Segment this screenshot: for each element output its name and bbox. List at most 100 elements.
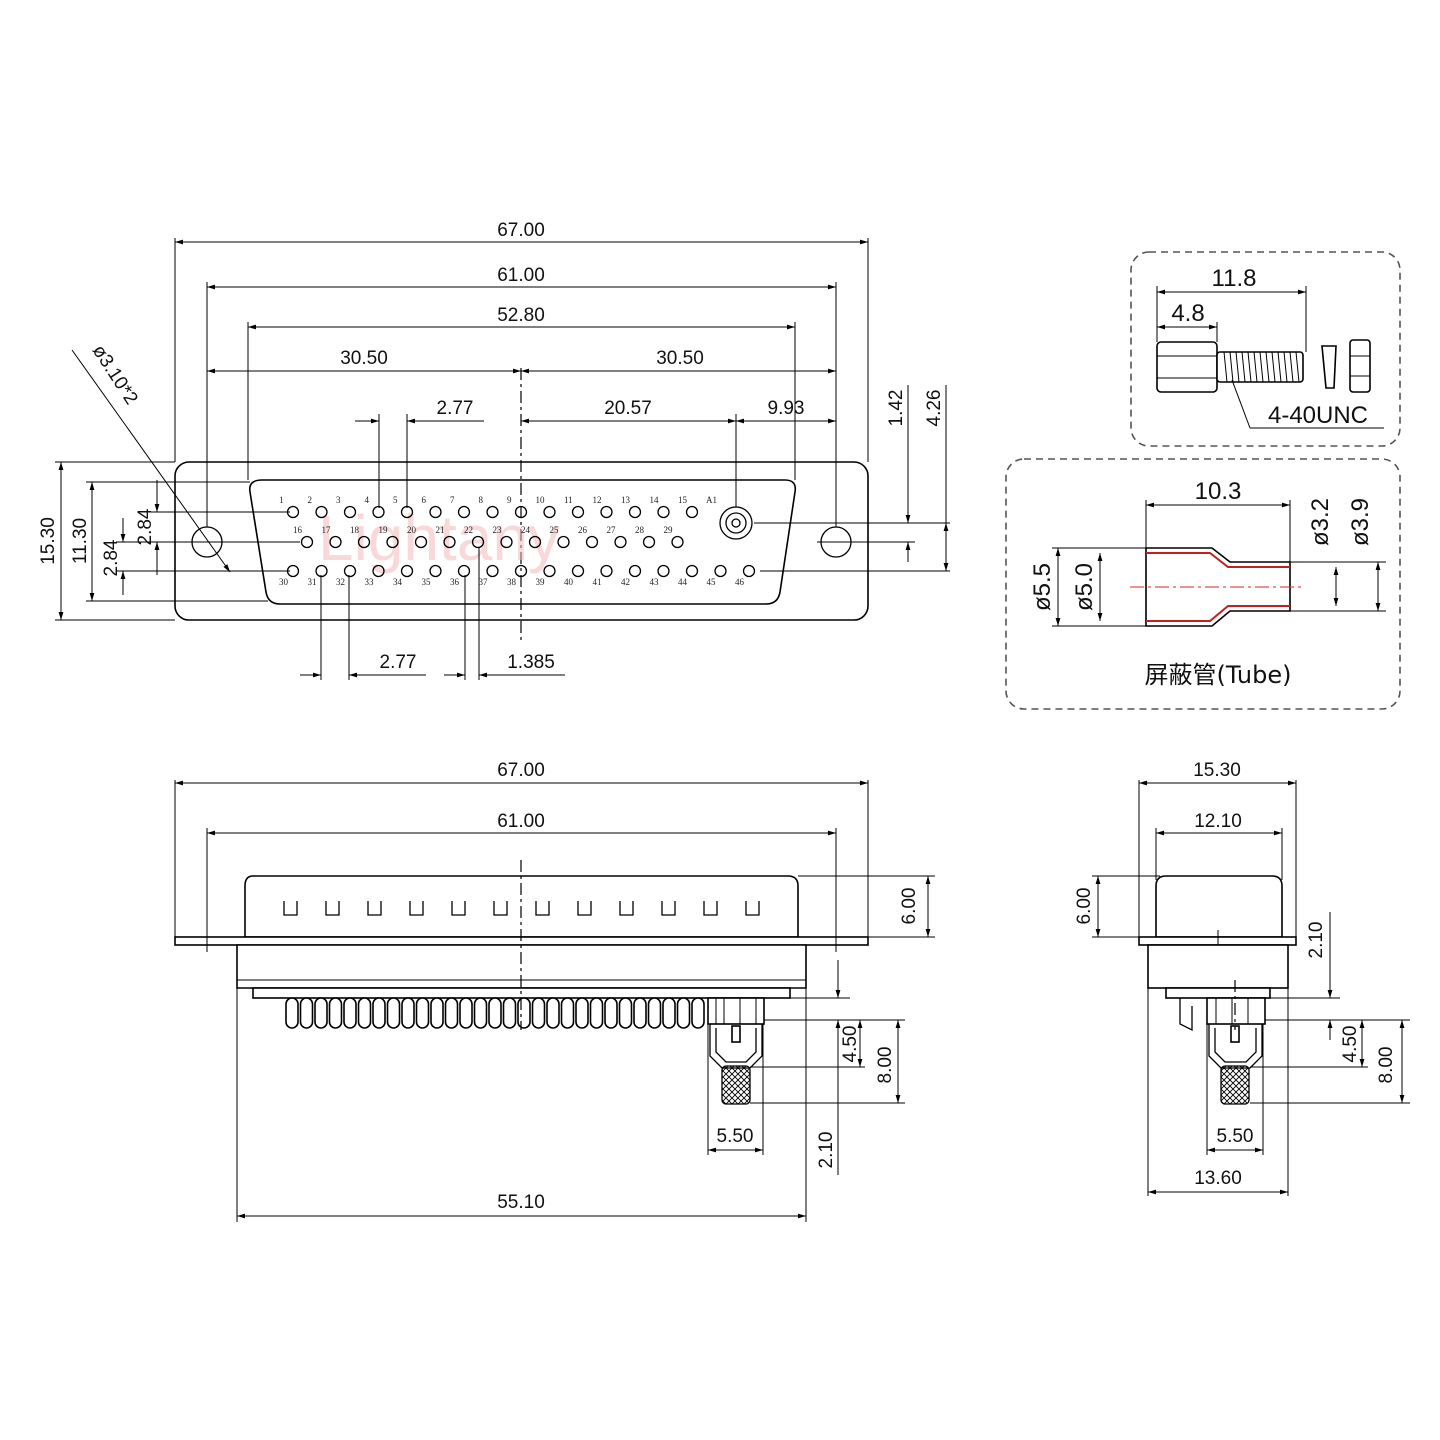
side-pin-tail bbox=[691, 997, 705, 1029]
side-pin-tail bbox=[662, 997, 676, 1029]
dim-shell-height: 11.30 bbox=[70, 518, 91, 564]
side-dim-overall-width: 67.00 bbox=[497, 760, 545, 781]
dim-half-right: 30.50 bbox=[656, 348, 704, 369]
tube-dim-length: 10.3 bbox=[1195, 478, 1242, 505]
pin-label-3: 3 bbox=[336, 495, 341, 505]
end-dim-coax-width: 5.50 bbox=[1217, 1126, 1254, 1147]
pin-label-35: 35 bbox=[422, 577, 432, 587]
pin-contact-7 bbox=[457, 505, 471, 519]
pin-contact-26 bbox=[585, 535, 599, 549]
pin-contact-28 bbox=[642, 535, 656, 549]
tube-dim-inner-small: ø3.2 bbox=[1307, 498, 1334, 546]
end-coax-termination bbox=[1206, 997, 1266, 1105]
pin-label-37: 37 bbox=[479, 577, 489, 587]
tube-dim-inner-large: ø5.0 bbox=[1071, 563, 1098, 611]
dim-coax-to-hole: 9.93 bbox=[768, 398, 805, 419]
pin-label-44: 44 bbox=[678, 577, 688, 587]
dim-pin-pitch-bottom: 2.77 bbox=[380, 652, 417, 673]
pin-label-16: 16 bbox=[293, 525, 303, 535]
side-pin-tail bbox=[604, 997, 618, 1029]
side-dim-coax-width: 5.50 bbox=[717, 1126, 754, 1147]
pin-contact-40 bbox=[571, 564, 585, 578]
dim-flange-height: 15.30 bbox=[38, 517, 59, 565]
pin-contact-17 bbox=[329, 535, 342, 549]
side-slot bbox=[325, 901, 340, 916]
pin-contact-8 bbox=[486, 505, 499, 519]
pin-contact-36 bbox=[457, 564, 471, 578]
hex-nut bbox=[1349, 339, 1371, 393]
pin-label-22: 22 bbox=[464, 525, 473, 535]
pin-contact-12 bbox=[600, 505, 613, 519]
pin-contact-44 bbox=[685, 564, 699, 578]
pin-label-36: 36 bbox=[450, 577, 460, 587]
screw-detail: 11.8 4.8 4-40UNC bbox=[1130, 251, 1401, 447]
pin-label-13: 13 bbox=[621, 495, 631, 505]
pin-contact-6 bbox=[429, 505, 442, 519]
side-pin-tail bbox=[531, 997, 546, 1029]
side-pin-tail bbox=[647, 997, 662, 1029]
end-dim-shell-height: 6.00 bbox=[1074, 888, 1095, 925]
dim-shell-width: 52.80 bbox=[497, 305, 545, 326]
tube-caption: 屏蔽管(Tube) bbox=[1145, 661, 1292, 689]
side-dim-tail-total: 8.00 bbox=[875, 1047, 896, 1084]
pin-contact-18 bbox=[357, 535, 371, 549]
pin-contact-37 bbox=[486, 564, 499, 578]
side-pin-tail bbox=[560, 997, 575, 1029]
pin-contact-33 bbox=[372, 564, 385, 578]
pin-label-17: 17 bbox=[322, 525, 332, 535]
tube-detail-frame bbox=[1005, 458, 1401, 710]
side-pin-tail bbox=[459, 997, 473, 1029]
pin-label-21: 21 bbox=[436, 525, 445, 535]
side-pin-tail bbox=[444, 997, 459, 1029]
pin-contact-22 bbox=[471, 535, 485, 549]
side-pin-tail bbox=[415, 997, 430, 1029]
side-pin-tail bbox=[299, 997, 314, 1029]
dim-row-upper: 2.84 bbox=[135, 508, 156, 545]
side-dim-rear-width: 55.10 bbox=[497, 1192, 545, 1213]
pin-contact-2 bbox=[315, 505, 328, 519]
dim-overall-width: 67.00 bbox=[497, 220, 545, 241]
side-pin-tail bbox=[314, 997, 328, 1029]
side-dim-tail-length: 4.50 bbox=[840, 1026, 861, 1063]
pin-label-7: 7 bbox=[450, 495, 455, 505]
end-shell bbox=[1155, 875, 1283, 938]
screw-hex-head bbox=[1156, 341, 1218, 393]
pin-contact-15 bbox=[685, 505, 699, 519]
pin-contact-16 bbox=[300, 535, 314, 549]
pin-label-14: 14 bbox=[650, 495, 660, 505]
side-pin-tail bbox=[401, 997, 415, 1029]
side-pin-tail bbox=[357, 997, 372, 1029]
pin-contact-9 bbox=[514, 505, 528, 519]
pin-label-9: 9 bbox=[507, 495, 512, 505]
side-pin-tail bbox=[372, 997, 386, 1029]
pin-label-8: 8 bbox=[479, 495, 484, 505]
pin-contact-39 bbox=[543, 564, 556, 578]
end-dim-tail-total: 8.00 bbox=[1376, 1047, 1397, 1084]
end-dim-rear-width: 13.60 bbox=[1194, 1168, 1242, 1189]
pin-label-40: 40 bbox=[564, 577, 574, 587]
side-pin-tails bbox=[285, 997, 705, 1029]
pin-label-46: 46 bbox=[735, 577, 745, 587]
side-slot bbox=[535, 901, 550, 916]
side-slot bbox=[619, 901, 634, 916]
pin-label-27: 27 bbox=[607, 525, 617, 535]
side-pin-tail bbox=[633, 997, 647, 1029]
end-dim-tail-length: 4.50 bbox=[1340, 1026, 1361, 1063]
pin-contact-27 bbox=[614, 535, 627, 549]
end-view: 15.30 12.10 6.00 2.10 4.50 8.00 5.50 13.… bbox=[1074, 760, 1410, 1196]
pin-label-29: 29 bbox=[664, 525, 674, 535]
side-pin-tail bbox=[386, 997, 401, 1029]
pin-contact-34 bbox=[400, 564, 414, 578]
pin-label-4: 4 bbox=[365, 495, 370, 505]
pin-contact-35 bbox=[429, 564, 442, 578]
pin-contact-42 bbox=[628, 564, 642, 578]
side-coax-termination bbox=[707, 997, 765, 1105]
pin-label-39: 39 bbox=[536, 577, 546, 587]
pin-label-12: 12 bbox=[593, 495, 602, 505]
watermark: Lightany bbox=[318, 502, 560, 574]
side-slot bbox=[367, 901, 382, 916]
pin-label-25: 25 bbox=[550, 525, 560, 535]
